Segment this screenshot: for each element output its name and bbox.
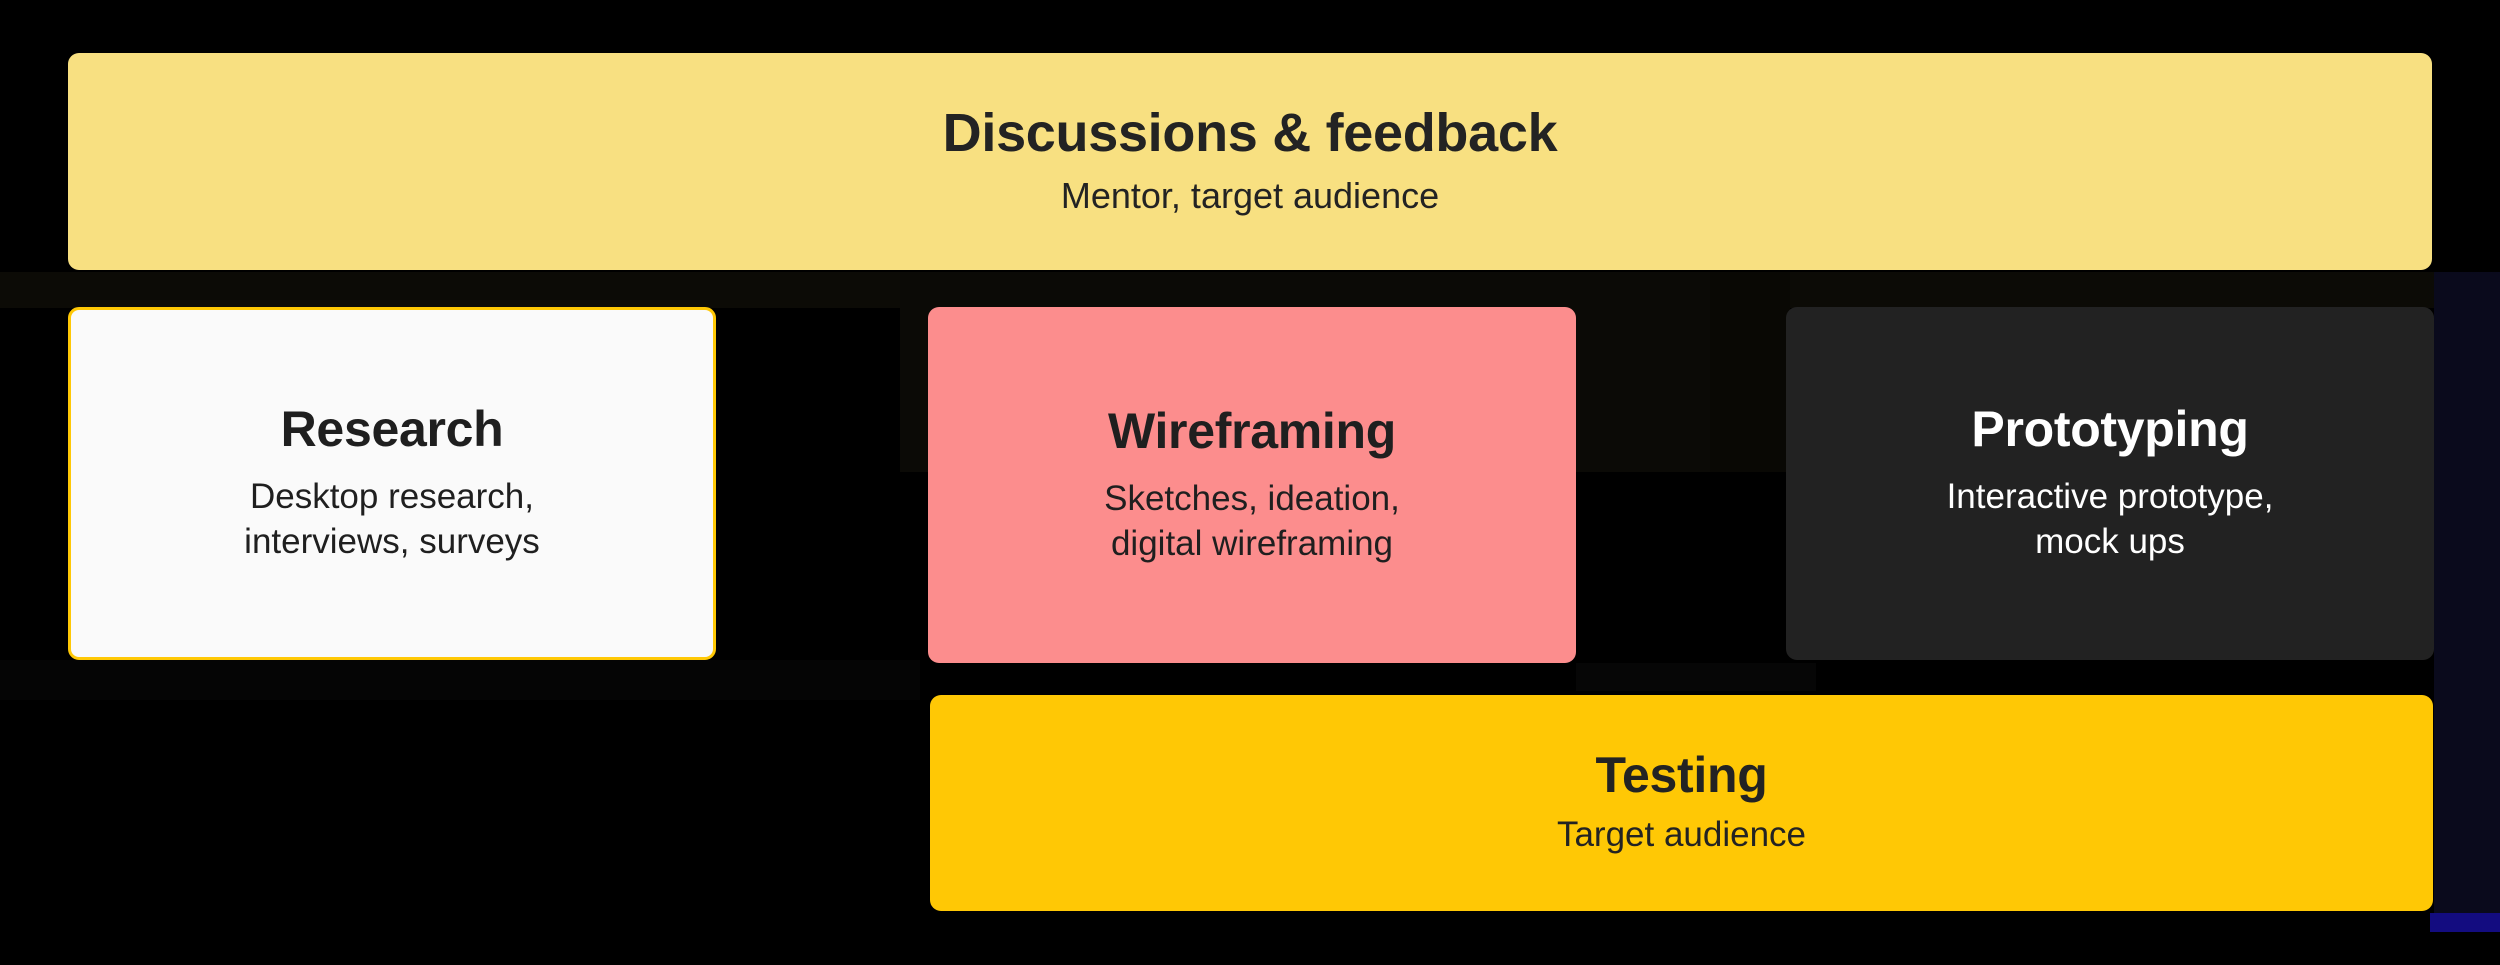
banner-title: Discussions & feedback bbox=[942, 102, 1558, 163]
banner-discussions-feedback[interactable]: Discussions & feedback Mentor, target au… bbox=[68, 53, 2432, 270]
stage-card-prototyping[interactable]: Prototyping Interactive prototype, mock … bbox=[1786, 307, 2434, 660]
background-patch bbox=[1710, 272, 1790, 472]
background-patch bbox=[2434, 272, 2500, 932]
stage-subtitle-testing: Target audience bbox=[1556, 815, 1807, 855]
stage-card-research[interactable]: Research Desktop research, interviews, s… bbox=[68, 307, 716, 660]
stage-title-research: Research bbox=[280, 401, 504, 458]
stage-subtitle-research: Desktop research, interviews, surveys bbox=[244, 477, 540, 561]
background-patch bbox=[0, 272, 2440, 308]
stage-title-prototyping: Prototyping bbox=[1971, 401, 2249, 458]
accent-strip bbox=[2430, 913, 2500, 932]
banner-subtitle: Mentor, target audience bbox=[1060, 175, 1440, 217]
background-patch bbox=[0, 660, 920, 700]
background-patch bbox=[1576, 663, 1816, 691]
stage-title-wireframing: Wireframing bbox=[1108, 402, 1396, 459]
stage-card-testing[interactable]: Testing Target audience bbox=[930, 695, 2433, 911]
stage-subtitle-wireframing: Sketches, ideation, digital wireframing bbox=[1104, 478, 1400, 563]
stage-title-testing: Testing bbox=[1595, 747, 1768, 804]
stage-subtitle-prototyping: Interactive prototype, mock ups bbox=[1946, 477, 2274, 561]
stage-card-wireframing[interactable]: Wireframing Sketches, ideation, digital … bbox=[928, 307, 1576, 663]
